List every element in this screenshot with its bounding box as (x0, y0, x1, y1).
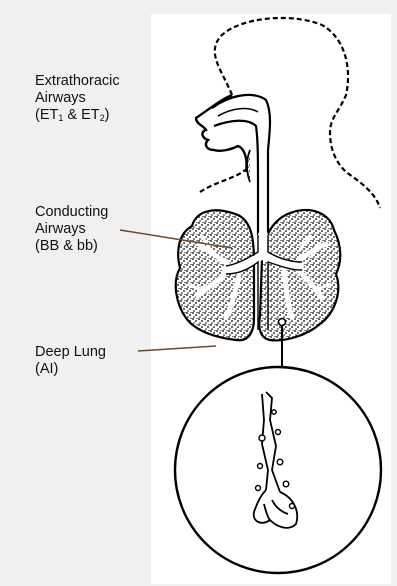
face-profile (196, 95, 247, 172)
shoulder-outline (200, 170, 245, 192)
left-lung (176, 210, 254, 340)
head-outline (215, 18, 380, 208)
trachea (258, 150, 268, 235)
nasal-airway (212, 95, 270, 150)
alveolar-magnification-circle (175, 367, 381, 573)
deep-lung-leader (138, 346, 216, 351)
